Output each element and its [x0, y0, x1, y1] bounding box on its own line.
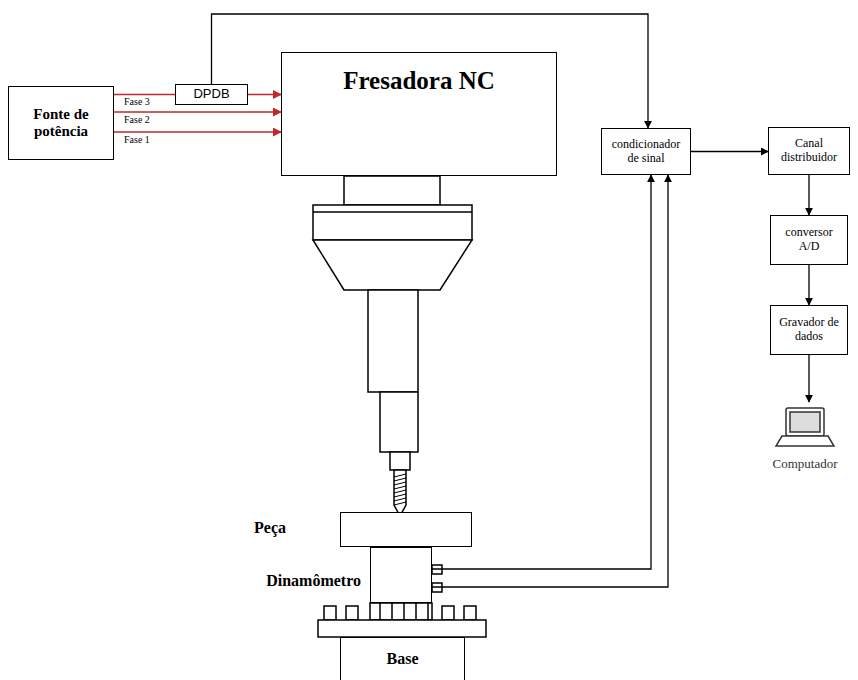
- power-line: [114, 94, 175, 96]
- spindle-neck: [344, 176, 440, 205]
- node-label: Peça: [254, 519, 286, 537]
- data-recorder-box: Gravador de dados: [770, 305, 848, 355]
- flange-line: [313, 211, 472, 213]
- phase-label: Fase 2: [124, 115, 150, 125]
- thread-stroke: [394, 494, 406, 497]
- thread-stroke: [394, 498, 406, 501]
- base-plate: [318, 620, 486, 637]
- distributor-box: Canal distribuidor: [768, 127, 850, 175]
- node-label: Canal distribuidor: [773, 137, 845, 165]
- dpdb-box: DPDB: [175, 84, 248, 105]
- signal-arrow: [432, 175, 651, 569]
- node-label: Fonte de potência: [13, 106, 109, 141]
- workpiece-box: Peça: [340, 512, 472, 547]
- clamp-block: [346, 606, 358, 620]
- thread-stroke: [394, 474, 406, 477]
- mount-division: [379, 603, 381, 620]
- node-label: Fresadora NC: [343, 67, 495, 96]
- milling-machine-box: Fresadora NC: [281, 52, 557, 176]
- power-line: [114, 131, 281, 133]
- signal-arrow: [691, 151, 768, 152]
- spindle-taper: [313, 240, 472, 290]
- node-label: Base: [387, 650, 419, 668]
- power-line: [114, 111, 281, 113]
- computer-node: Computador: [755, 402, 855, 474]
- dynamometer-box: Dinamômetro: [370, 547, 432, 603]
- node-label: condicionador de sinal: [606, 138, 686, 166]
- base-box: Base: [340, 637, 465, 680]
- thread-stroke: [394, 490, 406, 493]
- spindle-body: [368, 290, 418, 392]
- signal-conditioner-box: condicionador de sinal: [601, 128, 691, 175]
- clamp-block: [464, 606, 476, 620]
- clamp-block: [442, 606, 454, 620]
- node-label: Gravador de dados: [775, 316, 843, 344]
- mount-division: [415, 603, 417, 620]
- signal-arrow: [808, 175, 809, 215]
- power-line: [248, 94, 281, 96]
- phase-label: Fase 1: [124, 135, 150, 145]
- mount-division: [391, 603, 393, 620]
- spindle-flange: [313, 205, 472, 240]
- signal-arrow: [808, 265, 809, 305]
- collet: [390, 452, 410, 470]
- signal-arrow: [808, 355, 809, 402]
- thread-stroke: [394, 486, 406, 489]
- thread-stroke: [394, 478, 406, 481]
- thread-stroke: [394, 502, 406, 505]
- mount-division: [403, 603, 405, 620]
- node-label: Computador: [773, 457, 838, 472]
- computer-icon: [776, 408, 834, 446]
- drill-tool: [394, 470, 406, 516]
- laptop-base: [776, 436, 834, 446]
- mount-division: [427, 603, 429, 620]
- drill-thread: [394, 474, 406, 505]
- node-label: DPDB: [193, 87, 229, 102]
- ad-converter-box: conversor A/D: [770, 215, 848, 265]
- thread-stroke: [394, 482, 406, 485]
- phase-label: Fase 3: [124, 97, 150, 107]
- dynamometer-mount: [370, 603, 432, 620]
- tool-holder: [380, 392, 418, 452]
- base-clamps: [324, 603, 476, 620]
- laptop-screen: [786, 408, 824, 436]
- power-source-box: Fonte de potência: [8, 86, 114, 160]
- node-label: conversor A/D: [775, 226, 843, 254]
- clamp-block: [324, 606, 336, 620]
- node-label: Dinamômetro: [266, 572, 361, 590]
- laptop-display: [790, 412, 820, 432]
